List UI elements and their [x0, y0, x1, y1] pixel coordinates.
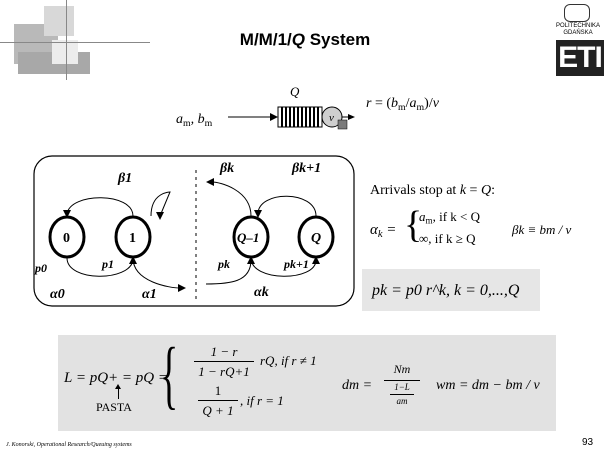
queue-capacity-label: Q [290, 84, 300, 99]
p-label-k: pk [217, 257, 230, 271]
alpha-label-1: α1 [142, 287, 157, 302]
L-case1-denominator: 1 − rQ+1 [198, 364, 250, 379]
logo-line-2: GDAŃSKA [563, 30, 593, 36]
L-cases-brace: { [160, 333, 179, 417]
L-expression: L = pQ+ = pQ = [64, 370, 168, 386]
state-transition-diagram: 0 1 Q–1 Q β1 βk βk+1 α0 α1 αk p0 p1 pk p… [33, 155, 355, 307]
alpha-label-0: α0 [50, 287, 65, 302]
p-label-0: p0 [34, 261, 47, 275]
d-m-inner-numerator: 1−L [394, 382, 410, 392]
traffic-intensity-formula: r = (bm/am)/v [366, 96, 439, 113]
beta-definition: βk ≡ bm / v [512, 222, 572, 237]
d-m-lhs: dm = [342, 378, 373, 393]
alpha-k-symbol: αk = [370, 222, 397, 241]
stationary-distribution-formula: pk = p0 r^k, k = 0,...,Q [372, 282, 520, 299]
L-case2-denominator: Q + 1 [202, 403, 234, 418]
stationary-distribution-box [362, 269, 540, 311]
pasta-arrow-head [115, 384, 121, 389]
arrivals-stop-text: Arrivals stop at k = Q: [370, 183, 495, 198]
L-case2-fraction-bar [198, 400, 238, 401]
page-number: 93 [582, 437, 594, 448]
beta-label-1: β1 [117, 171, 132, 186]
university-logo: POLITECHNIKA GDAŃSKA ETI [548, 2, 608, 80]
mean-formulas-box [58, 335, 556, 431]
pasta-arrow [118, 387, 119, 399]
L-case1-numerator: 1 − r [210, 344, 238, 359]
alpha-label-k: αk [254, 285, 269, 300]
L-case1-fraction-bar [194, 361, 254, 362]
L-case2-numerator: 1 [214, 383, 222, 398]
pasta-label: PASTA [96, 400, 132, 414]
header-decoration [0, 0, 150, 80]
state-label-q-minus-1: Q–1 [237, 230, 259, 245]
d-m-inner-fraction-bar [390, 394, 414, 395]
footer-credit: J. Konorski, Operational Research/Queuin… [6, 442, 132, 448]
w-m-expression: wm = dm − bm / v [436, 378, 540, 393]
alpha-cases-brace: { [404, 204, 423, 246]
d-m-inner-denominator: am [396, 396, 408, 406]
alpha-case-1: am, if k < Q [419, 209, 480, 226]
p-label-k-plus-1: pk+1 [283, 257, 309, 271]
server-label: v [329, 112, 334, 124]
beta-label-k: βk [219, 161, 234, 176]
d-m-numerator: Nm [393, 362, 411, 376]
queue-diagram: v [228, 106, 355, 130]
beta-label-k-plus-1: βk+1 [291, 161, 321, 176]
d-m-fraction-bar [384, 380, 420, 381]
L-case1-tail: rQ, if r ≠ 1 [260, 353, 317, 368]
state-label-0: 0 [63, 231, 70, 246]
state-label-1: 1 [129, 231, 136, 246]
L-case2-tail: , if r = 1 [240, 393, 284, 408]
queue-input-label: am, bm [176, 112, 213, 129]
alpha-case-2: ∞, if k ≥ Q [419, 231, 476, 246]
state-label-q: Q [311, 231, 321, 246]
logo-line-1: POLITECHNIKA [555, 23, 600, 29]
slide-title: M/M/1/Q System [239, 30, 371, 49]
eti-logo-mark: ETI [556, 40, 604, 76]
p-label-1: p1 [101, 257, 114, 271]
seal-icon [564, 4, 590, 22]
